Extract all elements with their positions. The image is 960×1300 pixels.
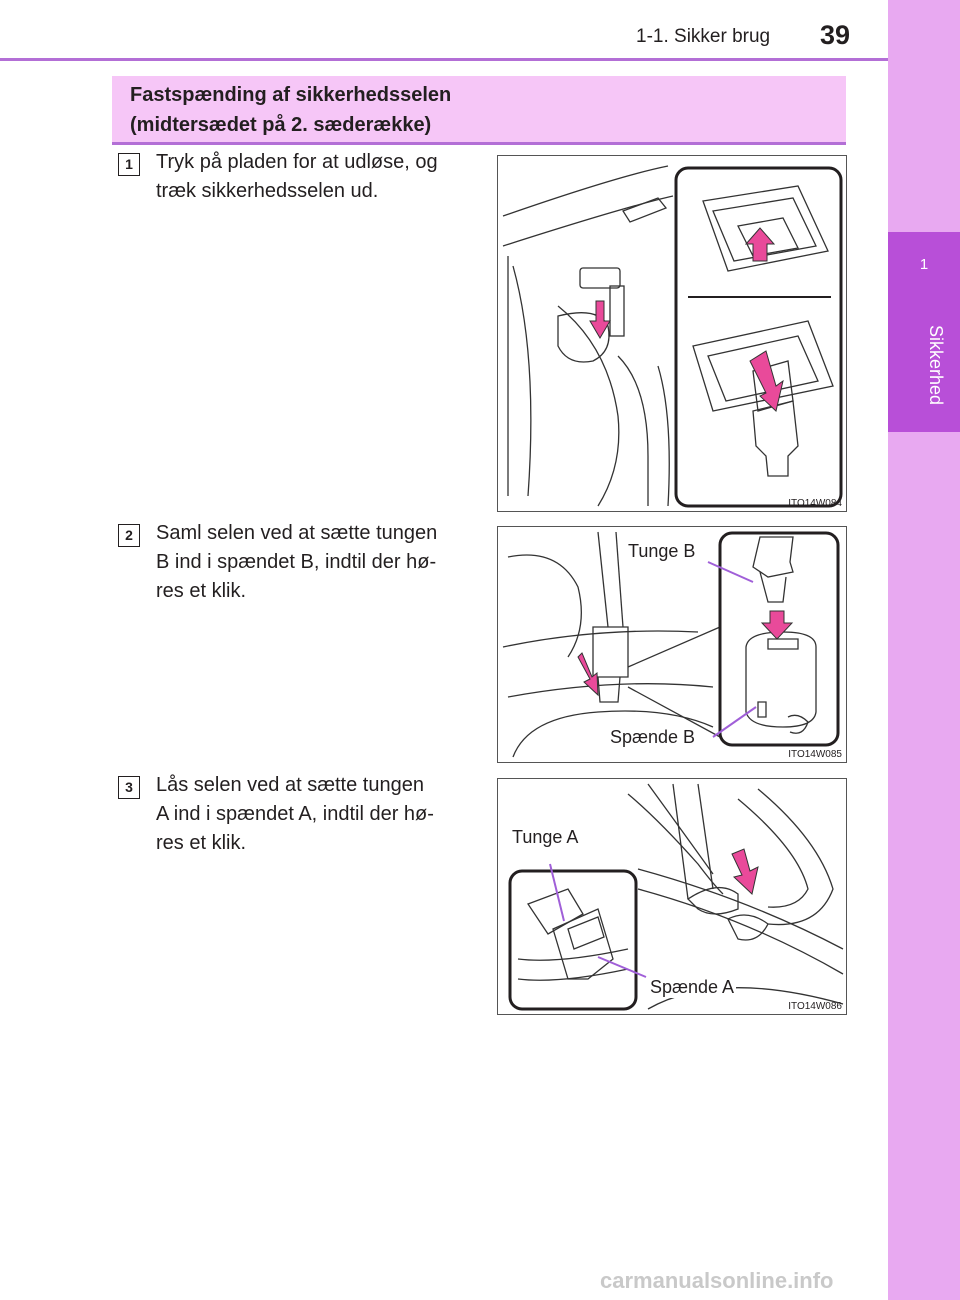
chapter-side-tab <box>888 0 960 1300</box>
section-banner <box>112 76 846 145</box>
step-text: Tryk på pladen for at udløse, og træk si… <box>156 148 476 206</box>
illustration-ceiling-belt-drawing <box>502 165 843 508</box>
step-number: 1 <box>118 153 140 176</box>
step-text-line: Lås selen ved at sætte tungen <box>156 774 424 796</box>
banner-title-line2: (midtersædet på 2. sæderække) <box>130 114 432 136</box>
chapter-side-tab-active <box>888 232 960 432</box>
callout-label: Tunge A <box>510 827 581 848</box>
chapter-label: Sikkerhed <box>926 325 946 406</box>
illustration-ceiling-belt: ITO14W084 <box>497 155 847 512</box>
step-text-line: B ind i spændet B, indtil der hø- <box>156 551 437 573</box>
step-text-line: Saml selen ved at sætte tungen <box>156 522 438 544</box>
figure-code: ITO14W086 <box>788 1001 842 1012</box>
illustration-tongue-b: Tunge B Spænde B ITO14W085 <box>497 526 847 763</box>
illustration-tongue-b-drawing <box>502 531 840 758</box>
step-text-line: res et klik. <box>156 580 247 602</box>
chapter-number: 1 <box>919 256 929 273</box>
figure-code: ITO14W084 <box>788 498 842 509</box>
page-number: 39 <box>820 20 851 50</box>
step-number: 2 <box>118 524 140 547</box>
callout-label: Spænde A <box>648 977 737 998</box>
figure-code: ITO14W085 <box>788 749 842 760</box>
header-rule <box>0 58 888 61</box>
illustration-tongue-a: Tunge A Spænde A ITO14W086 <box>497 778 847 1015</box>
watermark: carmanualsonline.info <box>600 1268 834 1293</box>
illustration-tongue-a-drawing <box>508 783 844 1011</box>
banner-title-line1: Fastspænding af sikkerhedsselen <box>130 84 452 106</box>
step-text: Lås selen ved at sætte tungen A ind i sp… <box>156 771 476 858</box>
callout-label: Spænde B <box>608 727 698 748</box>
callout-label: Tunge B <box>626 541 698 562</box>
section-title: 1-1. Sikker brug <box>636 26 771 47</box>
step-text-line: Tryk på pladen for at udløse, og <box>156 151 438 173</box>
step-number: 3 <box>118 776 140 799</box>
step-text-line: træk sikkerhedsselen ud. <box>156 180 379 202</box>
step-text-line: res et klik. <box>156 832 247 854</box>
step-text: Saml selen ved at sætte tungen B ind i s… <box>156 519 476 606</box>
step-text-line: A ind i spændet A, indtil der hø- <box>156 803 434 825</box>
